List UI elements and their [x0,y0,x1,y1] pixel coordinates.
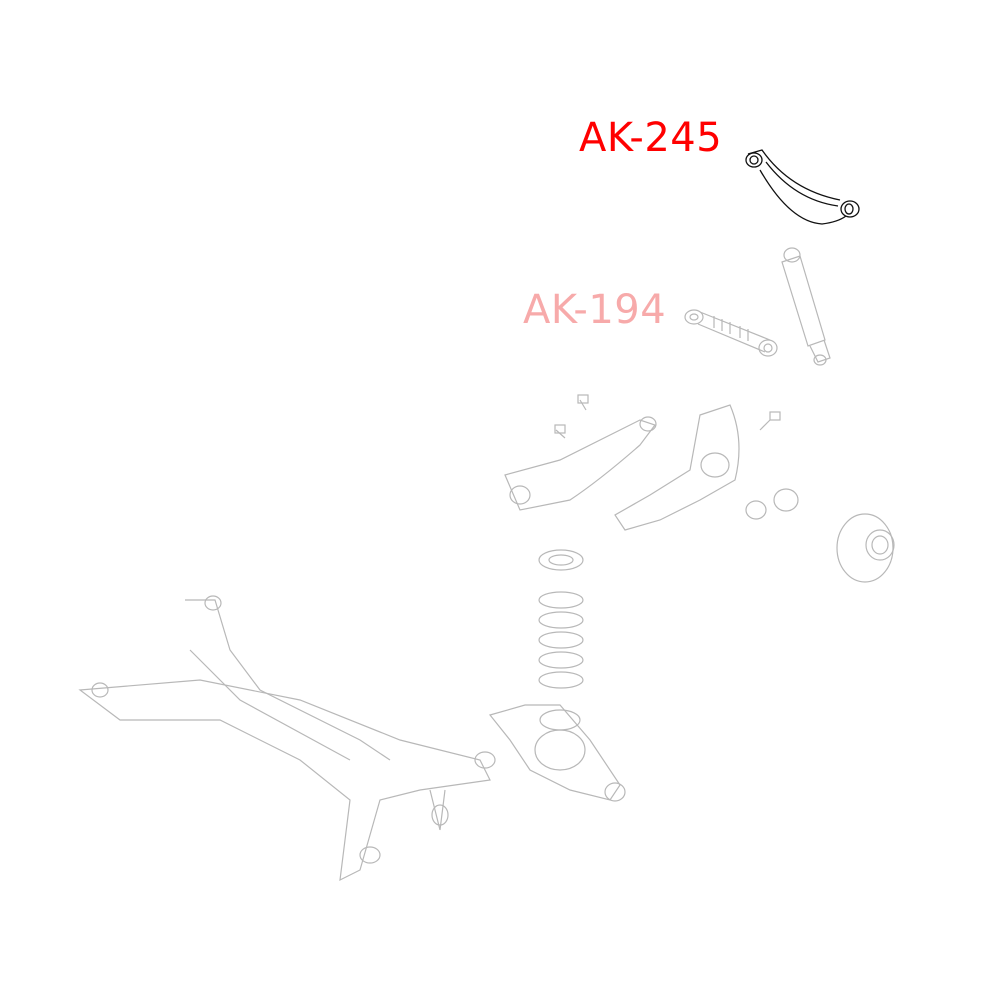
ak-194-adjustable-link[interactable] [684,309,778,357]
bushings [745,488,799,520]
coil-spring [538,549,584,689]
rear-subframe [78,595,496,882]
part-label-ak-194[interactable]: AK-194 [523,287,667,333]
knuckle [614,404,781,531]
wheel-hub [836,513,895,583]
part-label-ak-245[interactable]: AK-245 [579,115,723,161]
ak-245-curved-arm[interactable] [745,149,860,225]
shock-absorber [781,247,831,366]
spring-lower-arm [488,704,626,802]
lower-control-arm [504,394,657,511]
